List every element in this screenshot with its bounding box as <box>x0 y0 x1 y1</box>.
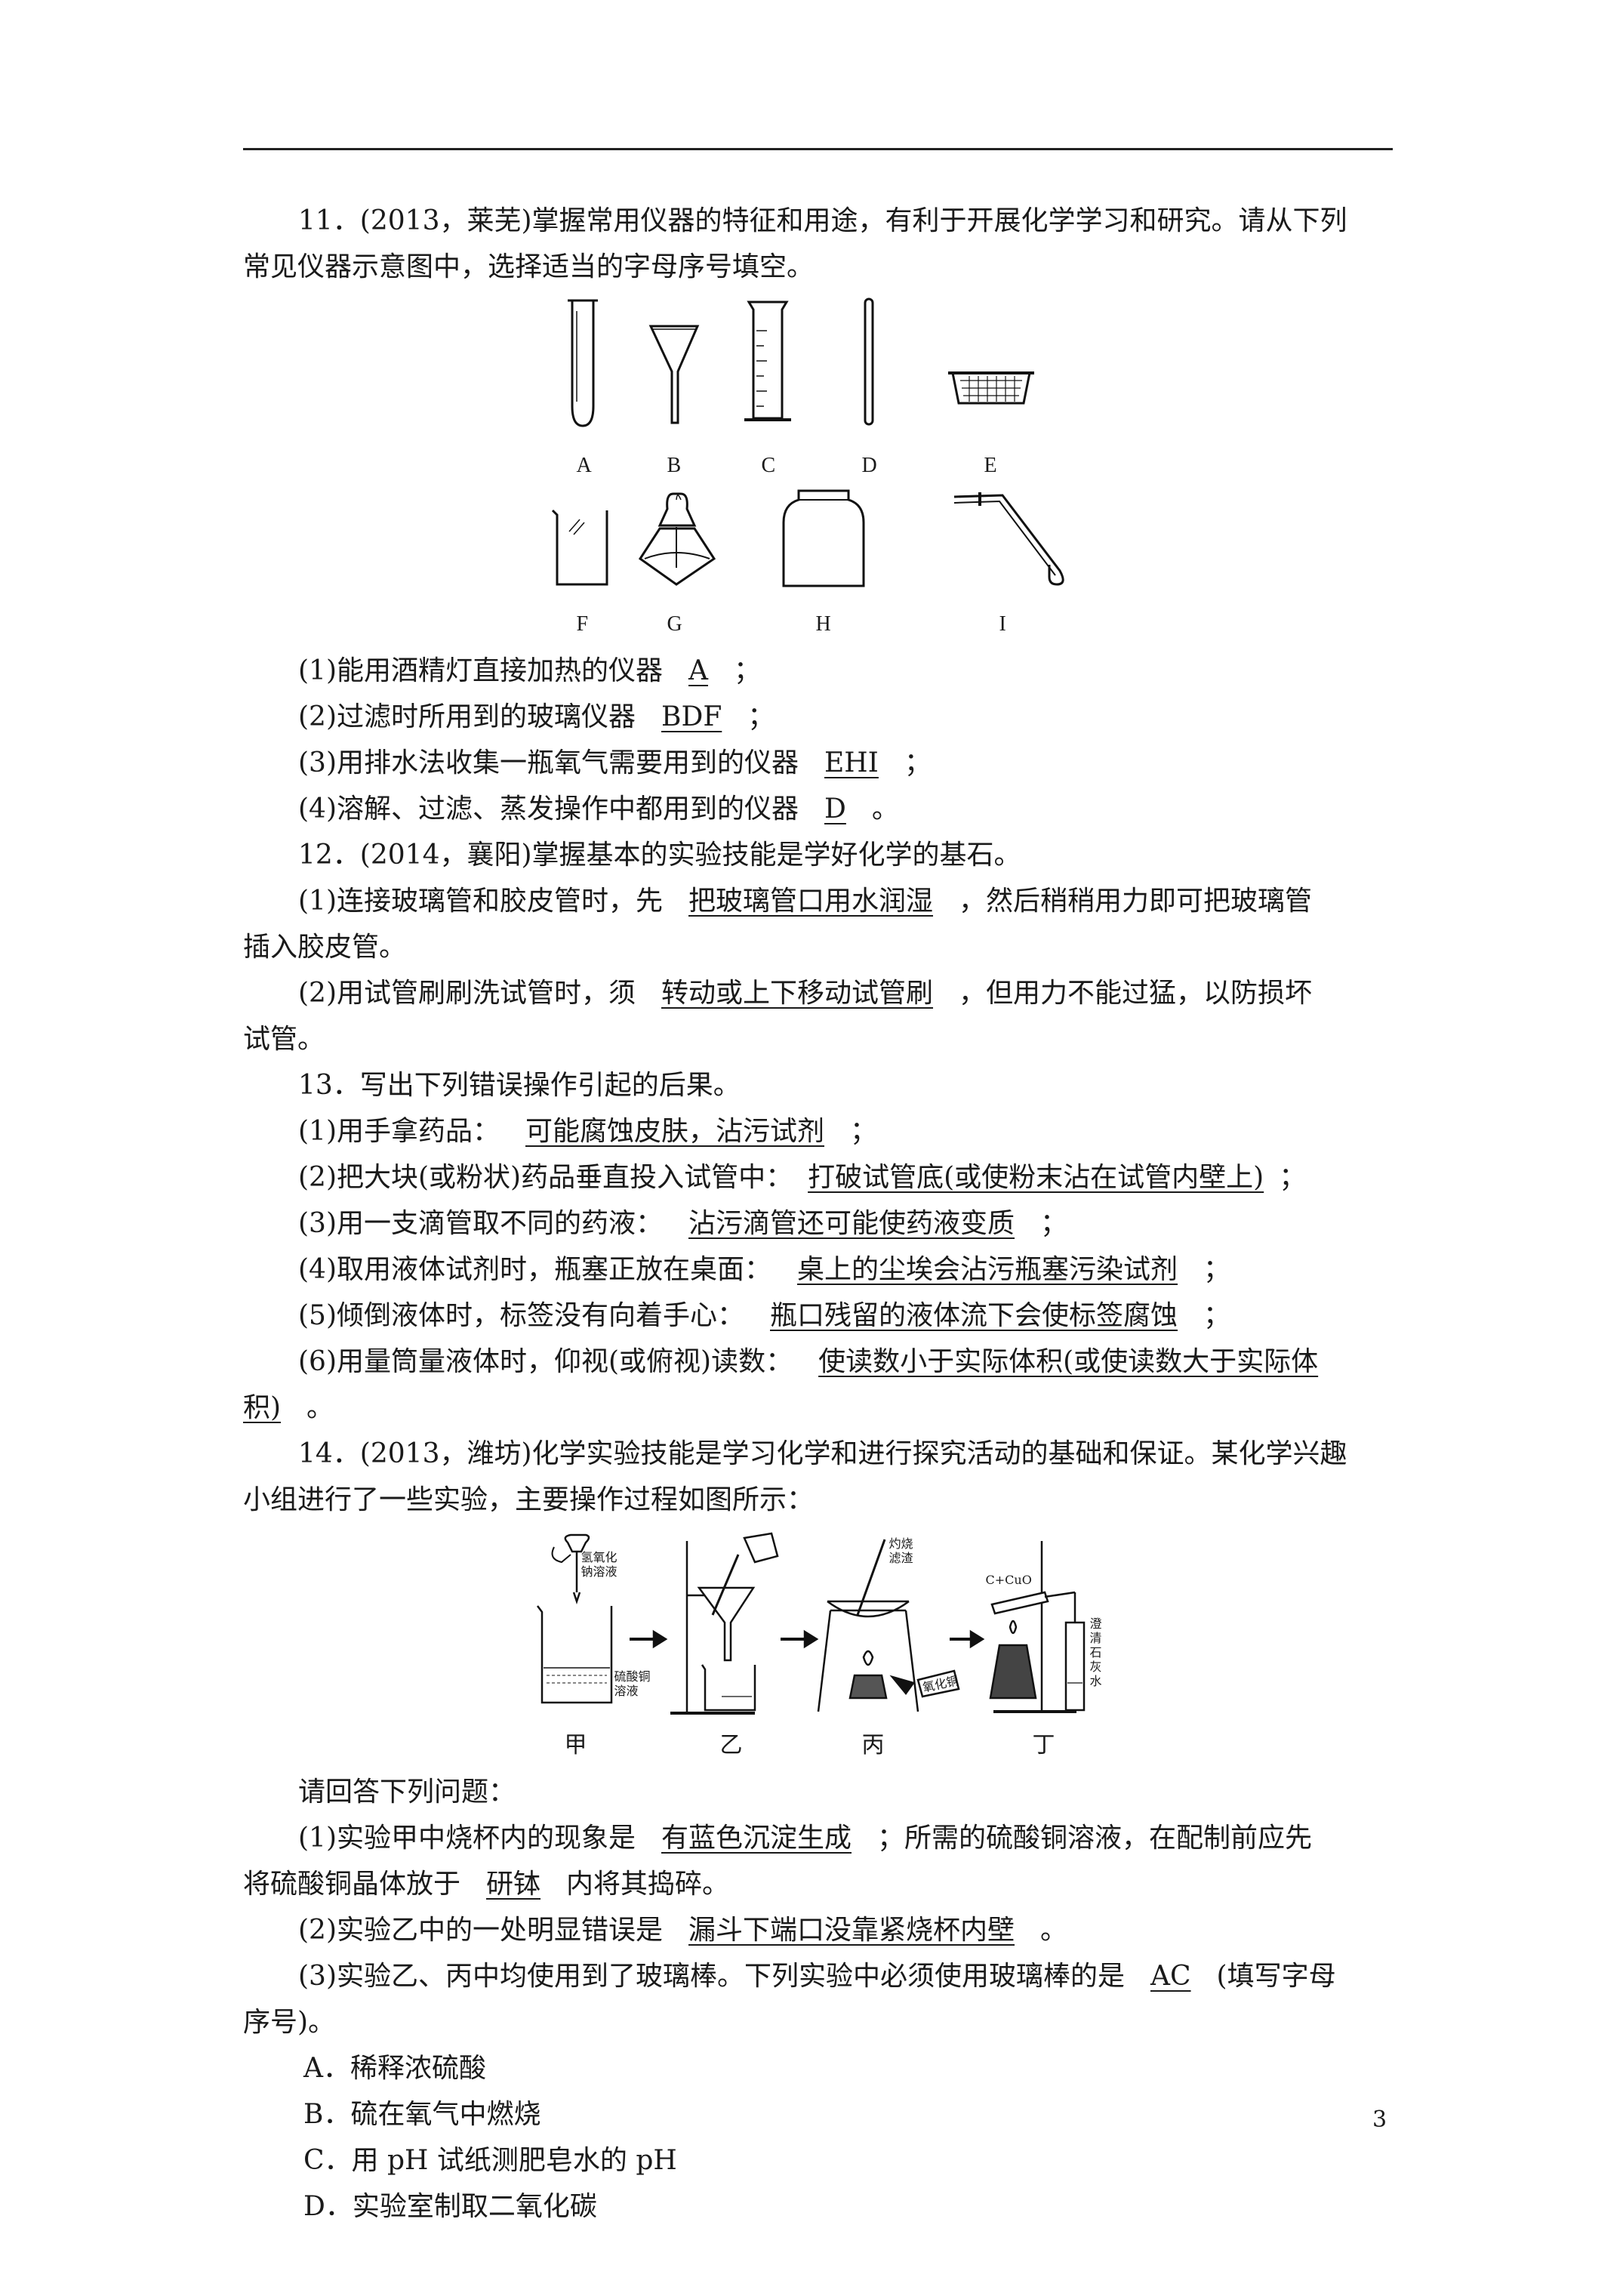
q13-sub-5: (5)倾倒液体时，标签没有向着手心：瓶口残留的液体流下会使标签腐蚀； <box>298 1300 1231 1331</box>
option-b: B．硫在氧气中燃烧 <box>303 2099 541 2130</box>
funnel-icon <box>648 325 699 424</box>
label-limewater: 澄清石灰水 <box>1089 1616 1102 1688</box>
glass-rod-icon <box>864 297 873 426</box>
label-bing: 丙 <box>861 1732 885 1758</box>
gas-bottle-icon <box>782 489 864 587</box>
q12-sub-2: (2)用试管刷刷洗试管时，须转动或上下移动试管刷，但用力不能过猛，以防损坏 <box>298 978 1313 1009</box>
label-ding: 丁 <box>1032 1732 1055 1758</box>
answer-blank: 把玻璃管口用水润湿 <box>688 886 934 917</box>
q11-stem-cont: 常见仪器示意图中，选择适当的字母序号填空。 <box>243 251 815 282</box>
dropper-icon <box>551 1533 590 1604</box>
option-d: D．实验室制取二氧化碳 <box>303 2191 597 2222</box>
q13-sub-3: (3)用一支滴管取不同的药液：沾污滴管还可能使药液变质； <box>298 1208 1068 1239</box>
q12-sub-1-cont: 插入胶皮管。 <box>243 932 407 963</box>
q14-stem: 14．(2013，潍坊)化学实验技能是学习化学和进行探究活动的基础和保证。某化学… <box>298 1438 1347 1469</box>
q13-stem: 13．写出下列错误操作引起的后果。 <box>298 1070 741 1101</box>
answer-blank: 桌上的尘埃会沾污瓶塞污染试剂 <box>797 1254 1178 1285</box>
q14-ask: 请回答下列问题： <box>298 1777 516 1808</box>
label-a: A <box>576 454 592 477</box>
label-c-cuo: C+CuO <box>985 1573 1032 1587</box>
q14-stem-cont: 小组进行了一些实验，主要操作过程如图所示： <box>243 1484 815 1515</box>
q13-sub-6-cont: 积)。 <box>243 1392 334 1423</box>
answer-blank: 使读数小于实际体积(或使读数大于实际体 <box>818 1346 1319 1377</box>
delivery-tube-icon <box>953 492 1064 586</box>
trough-icon <box>947 371 1034 405</box>
option-c: C．用 pH 试纸测肥皂水的 pH <box>303 2145 677 2176</box>
q12-sub-2-cont: 试管。 <box>243 1024 325 1055</box>
label-c: C <box>761 454 776 477</box>
header-rule <box>243 148 1393 150</box>
q13-sub-4: (4)取用液体试剂时，瓶塞正放在桌面：桌上的尘埃会沾污瓶塞污染试剂； <box>298 1254 1231 1285</box>
page-content: 11．(2013，莱芜)掌握常用仪器的特征和用途，有利于开展化学学习和研究。请从… <box>243 198 1393 2230</box>
q14-sub-1-cont: 将硫酸铜晶体放于研钵内将其捣碎。 <box>243 1869 730 1900</box>
q12-sub-1: (1)连接玻璃管和胶皮管时，先把玻璃管口用水润湿，然后稍稍用力即可把玻璃管 <box>298 886 1313 917</box>
q13-sub-2: (2)把大块(或粉状)药品垂直投入试管中：打破试管底(或使粉末沾在试管内壁上)； <box>298 1162 1307 1193</box>
answer-blank: 积) <box>243 1392 282 1423</box>
heating-apparatus-icon <box>989 1541 1085 1713</box>
q14-sub-3-cont: 序号)。 <box>243 2007 336 2038</box>
q13-sub-6: (6)用量筒量液体时，仰视(或俯视)读数：使读数小于实际体积(或使读数大于实际体 <box>298 1346 1319 1377</box>
label-d: D <box>861 454 877 477</box>
label-jia: 甲 <box>564 1732 587 1758</box>
beaker-icon <box>536 1605 612 1704</box>
label-cuso4: 硫酸铜溶液 <box>614 1669 651 1698</box>
label-burn-residue: 灼烧滤渣 <box>888 1536 913 1565</box>
answer-blank: 瓶口残留的液体流下会使标签腐蚀 <box>770 1300 1178 1331</box>
test-tube-icon <box>567 299 598 427</box>
beaker-icon <box>551 509 608 586</box>
answer-blank: A <box>688 655 708 686</box>
q14-sub-1: (1)实验甲中烧杯内的现象是有蓝色沉淀生成；所需的硫酸铜溶液，在配制前应先 <box>298 1823 1313 1854</box>
option-a: A．稀释浓硫酸 <box>303 2053 486 2084</box>
label-b: B <box>667 454 682 477</box>
arrow-icon <box>780 1629 818 1649</box>
q12-stem: 12．(2014，襄阳)掌握基本的实验技能是学好化学的基石。 <box>298 840 1021 871</box>
answer-blank: 转动或上下移动试管刷 <box>661 978 934 1009</box>
answer-blank: 研钵 <box>486 1869 541 1900</box>
answer-blank: 漏斗下端口没靠紧烧杯内壁 <box>688 1915 1015 1946</box>
label-f: F <box>576 612 589 636</box>
graduated-cylinder-icon <box>744 300 791 421</box>
page-number: 3 <box>1372 2106 1387 2133</box>
label-naoh: 氢氧化钠溶液 <box>581 1550 617 1579</box>
alcohol-lamp-icon <box>638 492 716 586</box>
label-i: I <box>999 612 1006 636</box>
label-yi: 乙 <box>719 1732 743 1758</box>
answer-blank: 有蓝色沉淀生成 <box>661 1823 852 1854</box>
answer-blank: 打破试管底(或使粉末沾在试管内壁上) <box>808 1162 1264 1193</box>
apparatus-figure: A B C D E F G H I <box>547 296 1090 643</box>
label-e: E <box>984 454 997 477</box>
label-g: G <box>667 612 682 636</box>
evaporating-dish-icon <box>817 1539 960 1712</box>
answer-blank: D <box>824 794 846 824</box>
q11-stem: 11．(2013，莱芜)掌握常用仪器的特征和用途，有利于开展化学学习和研究。请从… <box>298 205 1347 236</box>
experiment-figure: 氢氧化钠溶液 硫酸铜溶液 灼烧滤渣 氧化铜 C+CuO 澄清石灰水 甲 乙 丙 … <box>531 1532 1105 1758</box>
arrow-icon <box>629 1629 667 1649</box>
label-h: H <box>815 612 831 636</box>
answer-blank: AC <box>1150 1961 1191 1992</box>
arrow-icon <box>949 1629 984 1649</box>
q14-sub-2: (2)实验乙中的一处明显错误是漏斗下端口没靠紧烧杯内壁。 <box>298 1915 1068 1946</box>
answer-blank: EHI <box>824 747 879 778</box>
answer-blank: 可能腐蚀皮肤，沾污试剂 <box>525 1116 825 1147</box>
q13-sub-1: (1)用手拿药品：可能腐蚀皮肤，沾污试剂； <box>298 1116 878 1147</box>
answer-blank: BDF <box>661 701 722 732</box>
answer-blank: 沾污滴管还可能使药液变质 <box>688 1208 1015 1239</box>
filtration-setup-icon <box>670 1532 779 1715</box>
